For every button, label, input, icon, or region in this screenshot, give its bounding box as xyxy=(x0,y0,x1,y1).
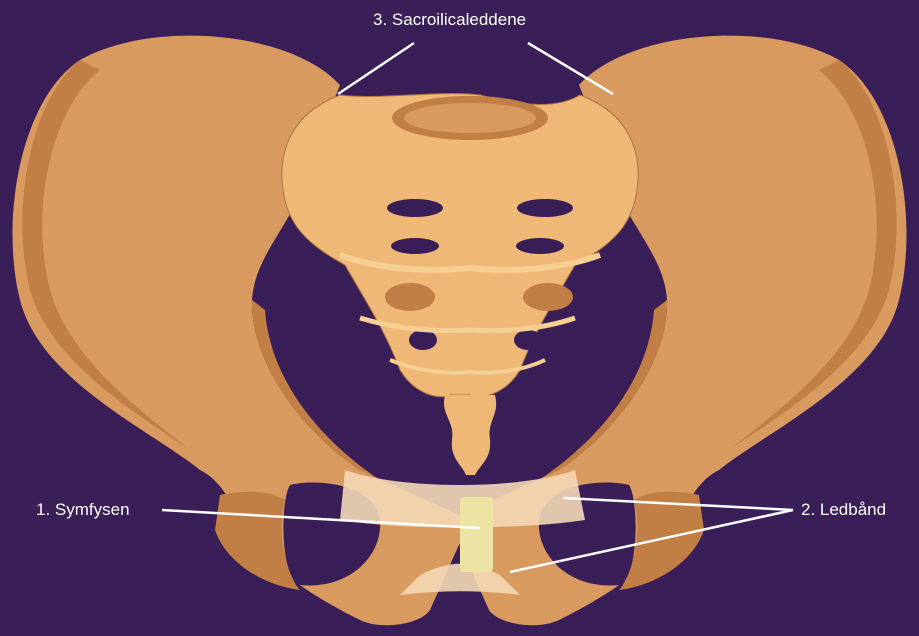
ligaments-label: 2. Ledbånd xyxy=(801,500,886,520)
sacroiliac-joints-label: 3. Sacroilicaleddene xyxy=(373,10,526,30)
symphysis-label: 1. Symfysen xyxy=(36,500,130,520)
sacroiliac-left-leader xyxy=(338,43,414,94)
sacrum xyxy=(282,94,638,475)
symphysis-cartilage xyxy=(460,497,493,572)
